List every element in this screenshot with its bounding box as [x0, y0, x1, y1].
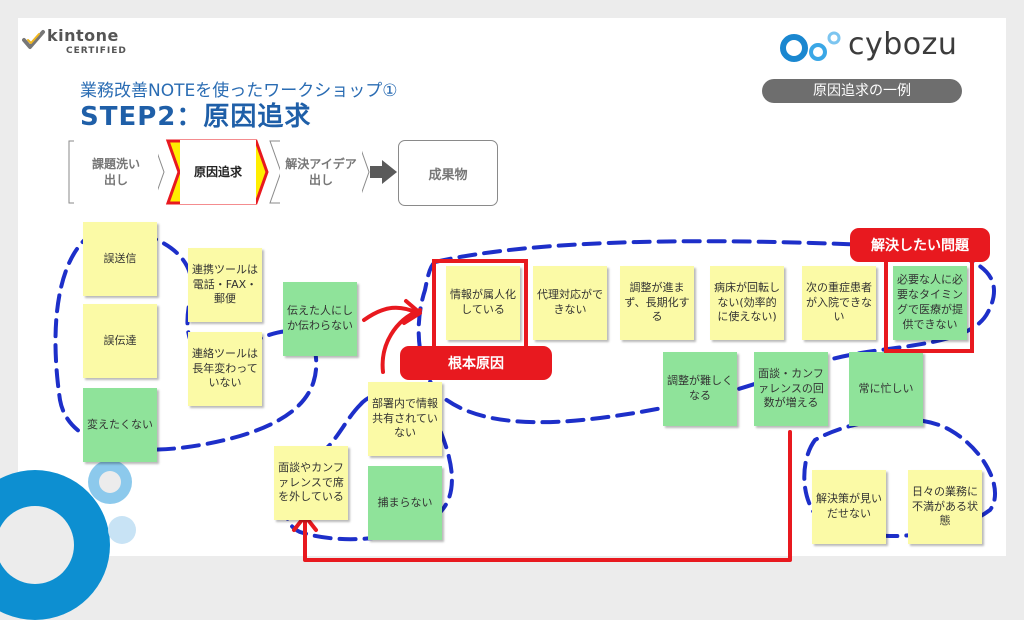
flow-step-3: 解決アイデア出し: [280, 140, 362, 204]
sticky-note: 変えたくない: [83, 388, 157, 462]
sticky-note: 常に忙しい: [849, 352, 923, 426]
problem-label: 解決したい問題: [850, 228, 990, 262]
sticky-note: 面談・カンファレンスの回数が増える: [754, 352, 828, 426]
sticky-note: 誤伝達: [83, 304, 157, 378]
sticky-note: 調整が難しくなる: [663, 352, 737, 426]
flow-step-1: 課題洗い出し: [74, 140, 158, 204]
sticky-note: 必要な人に必要なタイミングで医療が提供できない: [893, 266, 967, 340]
slide: kintone CERTIFIED cybozu 業務改善NOTEを使ったワーク…: [0, 18, 1006, 620]
flow-step-2: 原因追求: [180, 140, 256, 204]
sticky-note: 代理対応ができない: [533, 266, 607, 340]
slide-subtitle: 業務改善NOTEを使ったワークショップ①: [80, 81, 398, 101]
decor-circle-inner: [0, 506, 74, 584]
sticky-note: 病床が回転しない(効率的に使えない): [710, 266, 784, 340]
sticky-note: 捕まらない: [368, 466, 442, 540]
cybozu-logo-icon: [780, 31, 841, 62]
flow-step-4: 成果物: [398, 140, 498, 206]
decor-circle-small: [108, 516, 136, 544]
sticky-note: 伝えた人にしか伝わらない: [283, 282, 357, 356]
sticky-note: 連携ツールは電話・FAX・郵便: [188, 248, 262, 322]
sticky-note: 次の重症患者が入院できない: [802, 266, 876, 340]
kintone-logo-text: kintone: [47, 26, 119, 45]
root-cause-highlight: [432, 259, 528, 357]
sticky-note: 誤送信: [83, 222, 157, 296]
sticky-note: 面談やカンファレンスで席を外している: [274, 446, 348, 520]
decor-circle-medium-inner: [99, 471, 121, 493]
problem-highlight: [884, 257, 974, 353]
sticky-note: 日々の業務に不満がある状態: [908, 470, 982, 544]
cybozu-logo-text: cybozu: [848, 27, 958, 62]
sticky-note: 部署内で情報共有されていない: [368, 382, 442, 456]
sticky-note: 調整が進まず、長期化する: [620, 266, 694, 340]
sticky-note: 解決策が見いだせない: [812, 470, 886, 544]
kintone-check-icon: [22, 30, 45, 49]
kintone-certified-text: CERTIFIED: [66, 46, 127, 56]
slide-title: STEP2：原因追求: [80, 102, 312, 132]
example-tag: 原因追求の一例: [762, 79, 962, 103]
root-cause-label: 根本原因: [400, 346, 552, 380]
sticky-note: 連絡ツールは長年変わっていない: [188, 332, 262, 406]
sticky-note: 情報が属人化している: [446, 266, 520, 340]
